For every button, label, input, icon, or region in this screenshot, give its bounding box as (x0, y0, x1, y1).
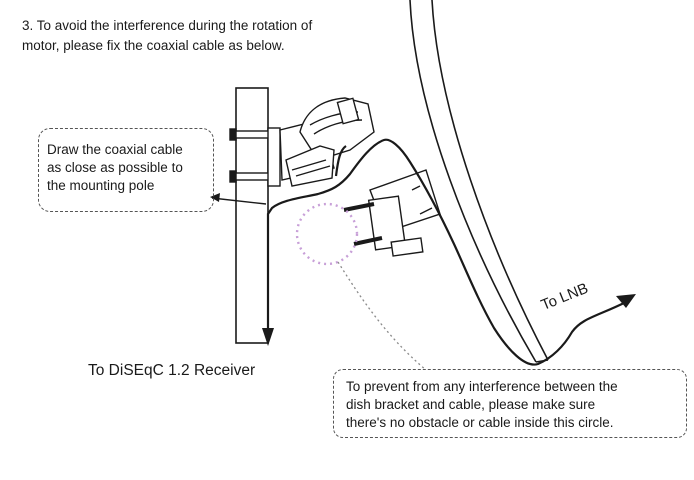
pole-callout-box: Draw the coaxial cable as close as possi… (38, 128, 214, 212)
cable-arrowhead-lnb (616, 294, 636, 308)
keep-clear-circle (295, 202, 359, 266)
receiver-label: To DiSEqC 1.2 Receiver (88, 362, 256, 379)
circle-callout-line-3: there's no obstacle or cable inside this… (346, 415, 614, 430)
coaxial-cable (266, 138, 627, 366)
circle-callout-line-1: To prevent from any interference between… (346, 379, 618, 394)
instruction-line-1: 3. To avoid the interference during the … (22, 18, 313, 33)
mounting-pole (235, 87, 269, 344)
circle-leader-line (337, 261, 427, 371)
instruction-line-2: motor, please fix the coaxial cable as b… (22, 38, 285, 53)
callout-pointer-line (210, 193, 267, 205)
pole-clamp-bolts (229, 127, 281, 187)
circle-callout-line-2: dish bracket and cable, please make sure (346, 397, 596, 412)
pole-callout-line-3: the mounting pole (47, 178, 155, 193)
dish-bracket (343, 169, 441, 257)
circle-callout-box: To prevent from any interference between… (333, 369, 687, 438)
dish-reflector (409, 0, 549, 363)
instruction-heading: 3. To avoid the interference during the … (22, 16, 402, 56)
pole-callout-line-2: as close as possible to (47, 160, 183, 175)
cable-arrowhead-receiver (262, 328, 274, 346)
motor-assembly (279, 97, 375, 187)
pole-callout-line-1: Draw the coaxial cable (47, 142, 183, 157)
